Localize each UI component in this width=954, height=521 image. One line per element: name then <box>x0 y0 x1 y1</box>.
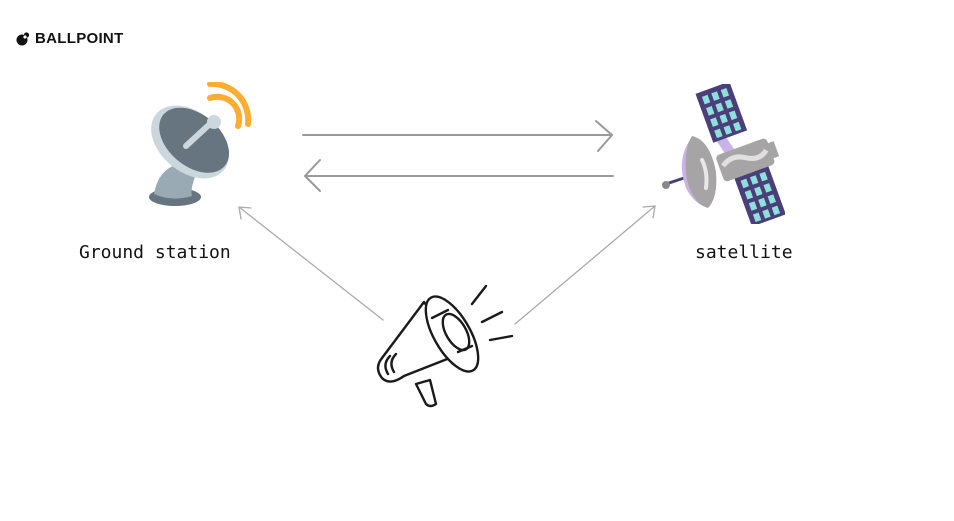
brand-logo: BALLPOINT <box>16 30 124 47</box>
arrow-to-satellite <box>514 205 656 325</box>
megaphone-icon <box>376 284 514 408</box>
arrow-downlink <box>303 159 614 192</box>
satellite-label: satellite <box>695 242 793 263</box>
satellite-dish-icon <box>149 82 252 206</box>
brand-name: BALLPOINT <box>35 30 124 47</box>
arrow-to-ground-station <box>238 206 384 321</box>
arrow-uplink <box>302 120 614 152</box>
ground-station-label: Ground station <box>79 242 231 263</box>
ballpoint-logo-icon <box>16 31 30 45</box>
satellite-icon <box>662 84 785 224</box>
